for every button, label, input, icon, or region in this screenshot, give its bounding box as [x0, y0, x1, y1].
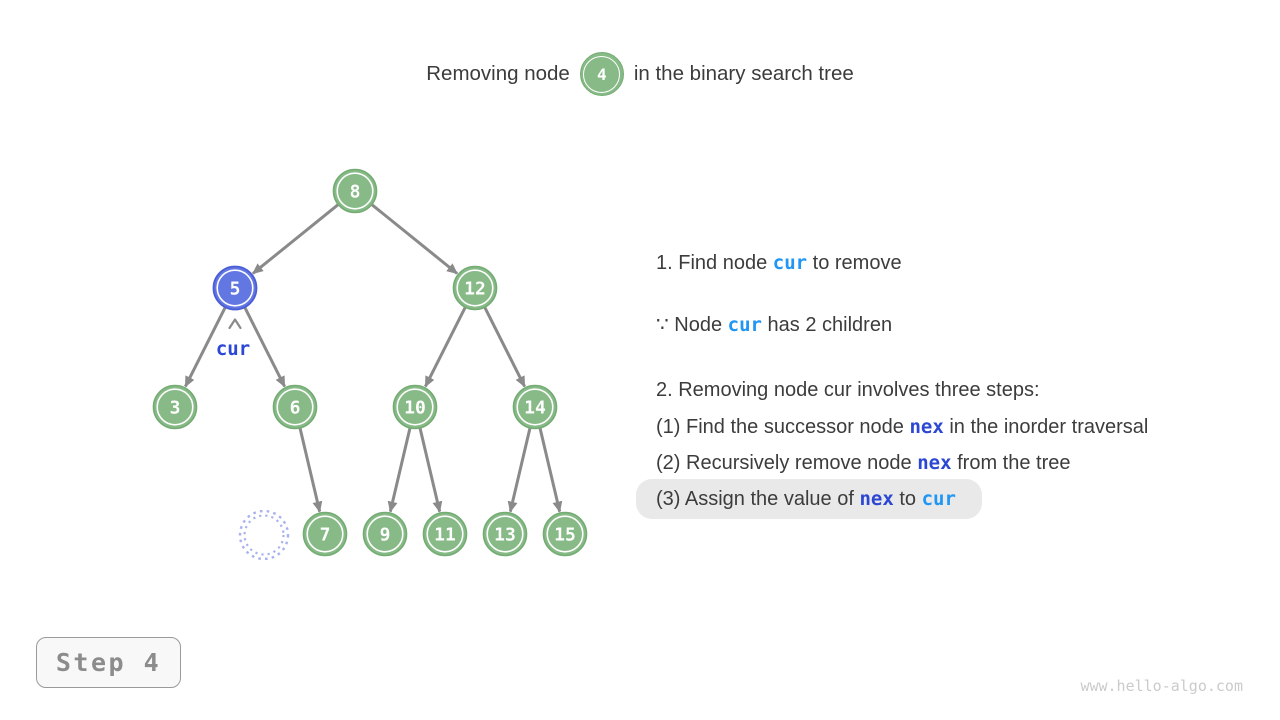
instruction-line-3: 2. Removing node cur involves three step…: [656, 373, 1040, 407]
caret-up-icon: [228, 318, 242, 330]
keyword-cur: cur: [727, 314, 762, 336]
step-indicator: Step 4: [36, 637, 181, 688]
node-value: 5: [230, 279, 241, 300]
text-segment: to: [893, 488, 922, 510]
edge-5-6: [243, 306, 286, 388]
removed-node-badge: 4: [579, 52, 624, 96]
node-value: 15: [554, 525, 576, 546]
edge-6-7: [298, 428, 323, 513]
instruction-line-5: (2) Recursively remove node nex from the…: [656, 446, 1070, 480]
text-segment: to remove: [807, 252, 902, 274]
tree-node-11: 11: [422, 511, 468, 557]
edge-12-14: [483, 306, 526, 388]
text-segment: 2. Removing node cur involves three step…: [656, 379, 1040, 401]
text-segment: has 2 children: [761, 314, 893, 336]
tree-node-5-current: 5: [212, 265, 258, 311]
instruction-line-1: 1. Find node cur to remove: [656, 246, 902, 280]
tree-node-7: 7: [302, 511, 348, 557]
tree-node-13: 13: [482, 511, 528, 557]
title-text-prefix: Removing node: [426, 62, 570, 85]
tree-node-9: 9: [362, 511, 408, 557]
node-value: 9: [380, 525, 391, 546]
node-value: 12: [464, 279, 486, 300]
node-value: 11: [434, 525, 456, 546]
edge-8-12: [371, 203, 459, 275]
cur-pointer-label: cur: [216, 338, 250, 360]
instruction-line-6-highlighted: (3) Assign the value of nex to cur: [636, 479, 982, 519]
node-value: 14: [524, 398, 546, 419]
node-value: 8: [350, 182, 361, 203]
tree-node-15: 15: [542, 511, 588, 557]
node-value: 13: [494, 525, 516, 546]
title-text-suffix: in the binary search tree: [633, 62, 854, 85]
text-segment: (1) Find the successor node: [656, 416, 910, 438]
text-segment: 1. Find node: [656, 252, 773, 274]
keyword-cur: cur: [921, 488, 956, 510]
node-value: 6: [290, 398, 301, 419]
text-segment: from the tree: [951, 452, 1071, 474]
edge-12-10: [424, 306, 467, 388]
edge-10-9: [387, 428, 412, 513]
keyword-cur: cur: [772, 252, 808, 274]
edge-5-3: [184, 306, 227, 388]
tree-node-3: 3: [152, 384, 198, 430]
instruction-line-4: (1) Find the successor node nex in the i…: [656, 410, 1148, 444]
text-segment: (2) Recursively remove node: [656, 452, 918, 474]
instruction-line-2: ∵ Node cur has 2 children: [656, 308, 892, 342]
edge-14-15: [538, 428, 563, 513]
keyword-nex: nex: [917, 452, 952, 474]
edge-8-5: [251, 203, 339, 275]
text-segment: ∵ Node: [656, 314, 728, 336]
figure-title: Removing node 4 in the binary search tre…: [0, 50, 1280, 98]
tree-node-6: 6: [272, 384, 318, 430]
binary-search-tree-figure: 8 5 12 3 6 10 14 7 9 11 13 15: [152, 168, 588, 561]
node-value: 10: [404, 398, 426, 419]
text-segment: in the inorder traversal: [943, 416, 1149, 438]
keyword-nex: nex: [859, 488, 894, 510]
keyword-nex: nex: [909, 416, 944, 438]
text-segment: (3) Assign the value of: [656, 488, 860, 510]
node-value: 3: [170, 398, 181, 419]
dashed-circle-removed-node-icon: [238, 509, 290, 561]
tree-node-12: 12: [452, 265, 498, 311]
tree-node-14: 14: [512, 384, 558, 430]
watermark: www.hello-algo.com: [1080, 677, 1243, 695]
edge-10-11: [418, 428, 443, 513]
tree-edges: [184, 203, 563, 513]
tree-node-8: 8: [332, 168, 378, 214]
node-value: 7: [320, 525, 331, 546]
tree-node-10: 10: [392, 384, 438, 430]
edge-14-13: [507, 428, 532, 513]
